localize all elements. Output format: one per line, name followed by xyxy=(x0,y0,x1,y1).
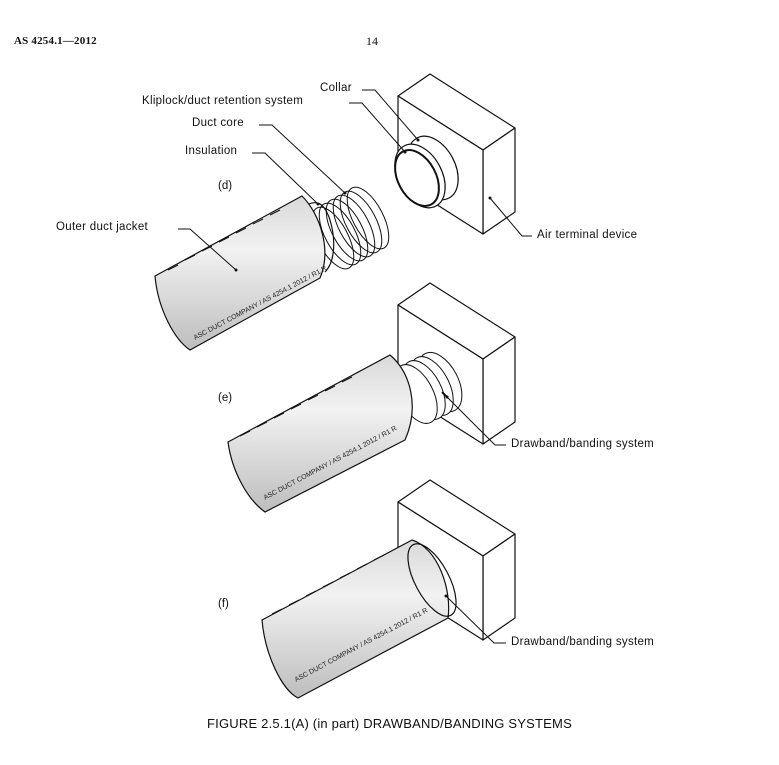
leader-air-terminal xyxy=(489,197,532,237)
leader-drawband-e xyxy=(446,396,506,446)
outer-jacket-d xyxy=(154,195,326,351)
collar-e xyxy=(394,352,463,424)
label-drawband-e: Drawband/banding system xyxy=(511,438,655,450)
insulation-d xyxy=(304,202,335,273)
figure-f-assembly: ASC DUCT COMPANY / AS 4254.1 2012 / R1 R xyxy=(261,479,516,699)
label-drawband-f: Drawband/banding system xyxy=(511,636,655,648)
drawband-f xyxy=(407,543,457,617)
label-duct-core: Duct core xyxy=(192,117,244,129)
leader-outer-jacket xyxy=(178,228,237,271)
jacket-ribs-d xyxy=(167,209,281,271)
leader-drawband-f xyxy=(445,595,506,644)
page-number: 14 xyxy=(366,34,378,48)
leader-collar xyxy=(362,89,419,141)
outer-jacket-f xyxy=(261,539,450,699)
leader-arrowheads xyxy=(234,138,492,598)
standard-reference: AS 4254.1—2012 xyxy=(14,35,97,47)
leader-insulation xyxy=(252,152,319,205)
label-insulation: Insulation xyxy=(185,145,238,157)
duct-core-d xyxy=(311,186,390,270)
subfigure-label-f: (f) xyxy=(218,598,229,610)
label-kliplock: Kliplock/duct retention system xyxy=(142,95,304,107)
collar-d xyxy=(394,135,459,209)
leader-lines xyxy=(178,89,532,644)
jacket-ribs-f xyxy=(271,554,385,615)
subfigure-label-d: (d) xyxy=(218,180,233,192)
figure-caption: FIGURE 2.5.1(A) (in part) DRAWBAND/BANDI… xyxy=(207,716,572,731)
outer-jacket-e xyxy=(227,354,413,513)
label-air-terminal: Air terminal device xyxy=(537,229,638,241)
figure-e-assembly: ASC DUCT COMPANY / AS 4254.1 2012 / R1 R xyxy=(227,282,516,513)
leader-duct-core xyxy=(259,124,346,194)
jacket-ribs-e xyxy=(239,376,353,437)
leader-kliplock xyxy=(349,102,406,153)
subfigure-label-e: (e) xyxy=(218,392,233,404)
label-collar: Collar xyxy=(320,82,352,94)
label-outer-jacket: Outer duct jacket xyxy=(56,221,149,233)
